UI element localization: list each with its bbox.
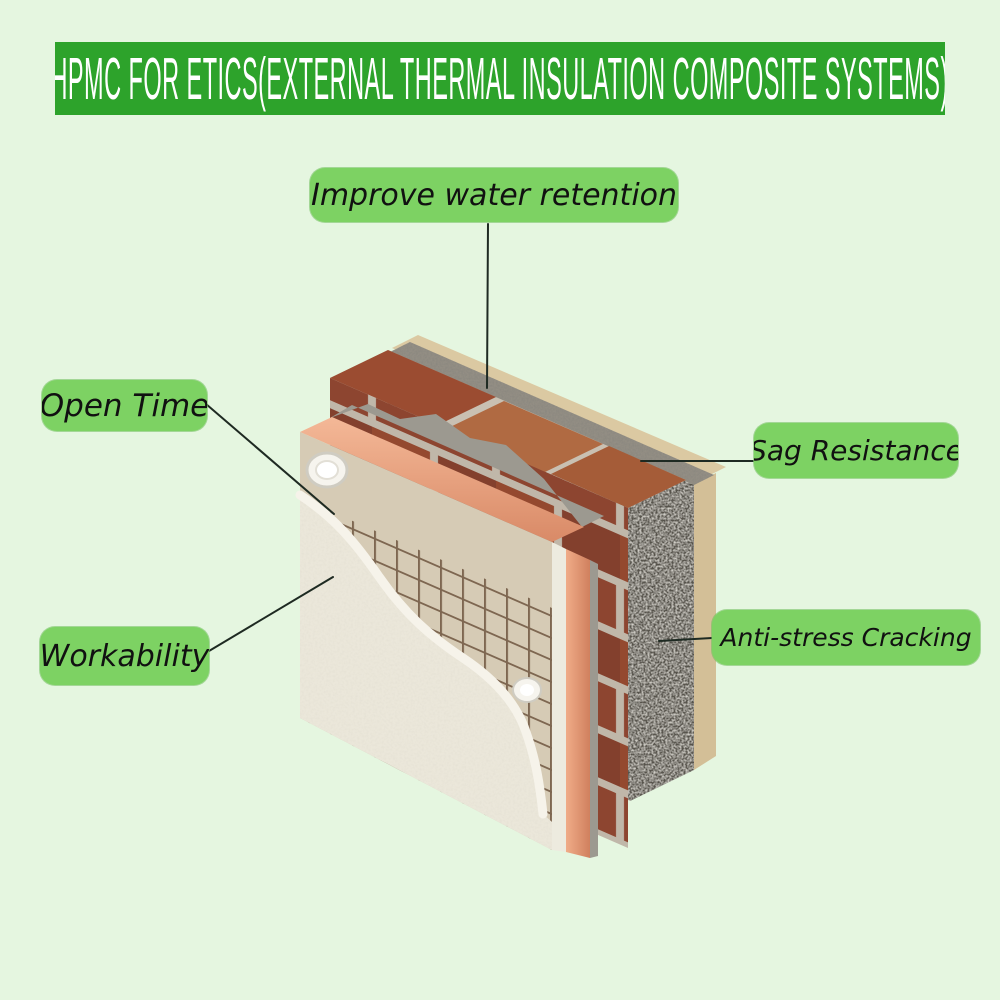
callout-workability: Workability xyxy=(40,627,209,685)
adhesive-wavy-band xyxy=(330,404,604,527)
leader-line-improve-water-retention xyxy=(486,223,489,389)
brick-top-1 xyxy=(330,350,496,425)
render-system xyxy=(295,432,552,850)
callout-open-time: Open Time xyxy=(42,380,207,431)
callout-label: Improve water retention xyxy=(310,177,678,213)
callout-anti-stress-cracking: Anti-stress Cracking xyxy=(712,610,980,665)
callout-label: Workability xyxy=(40,638,209,674)
brick-top-2 xyxy=(446,401,603,472)
anchor-dowel-1 xyxy=(305,451,349,489)
leader-line-open-time xyxy=(205,403,335,515)
leader-line-anti-stress-cracking xyxy=(658,637,713,642)
insulation-side-edge xyxy=(566,549,590,858)
leader-line-workability xyxy=(208,576,334,652)
finish-render xyxy=(300,495,552,850)
callout-label: Sag Resistance xyxy=(754,434,958,467)
render-side-edge xyxy=(552,542,566,852)
finish-render-edge-highlight xyxy=(295,490,548,819)
insulation-top-edge xyxy=(300,417,584,542)
leader-lines xyxy=(205,223,754,652)
callout-improve-water-retention: Improve water retention xyxy=(310,168,678,222)
panel-backing-board-right-edge xyxy=(694,473,716,770)
brick-top-3 xyxy=(551,446,686,508)
adhesive-layer xyxy=(330,404,604,527)
panel-top-surface xyxy=(390,342,714,485)
callout-sag-resistance: Sag Resistance xyxy=(754,423,958,478)
anchor-dowel-2 xyxy=(512,677,542,703)
adhesive-side-edge xyxy=(590,560,598,858)
callout-label: Open Time xyxy=(42,387,207,424)
insulation-board xyxy=(300,417,584,542)
cut-edge-strips xyxy=(552,542,598,858)
page-title: HPMC FOR ETICS(EXTERNAL THERMAL INSULATI… xyxy=(55,45,945,112)
callout-label: Anti-stress Cracking xyxy=(720,623,972,652)
title-banner: HPMC FOR ETICS(EXTERNAL THERMAL INSULATI… xyxy=(55,42,945,115)
